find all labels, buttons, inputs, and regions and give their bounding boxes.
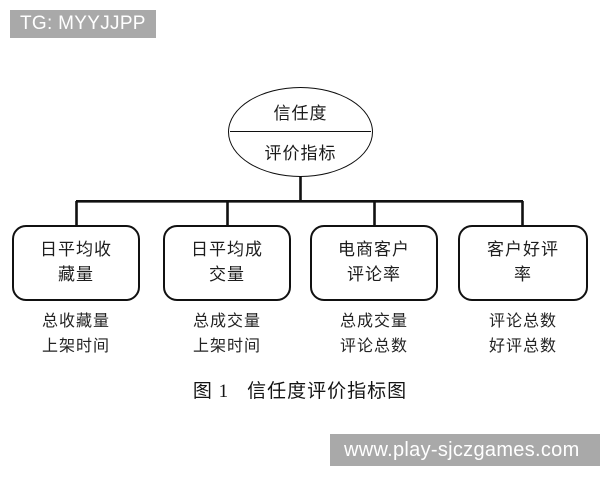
leaf-node-daily-avg-favorites: 日平均收 藏量 — [12, 225, 140, 301]
figure-caption: 图 1 信任度评价指标图 — [0, 376, 600, 403]
leaf-formula-daily-avg-transactions: 总成交量 上架时间 — [163, 310, 291, 360]
root-ellipse-shape — [228, 87, 373, 177]
formula-denominator: 好评总数 — [488, 337, 557, 355]
root-label-top: 信任度 — [273, 104, 328, 123]
figure-number: 图 1 — [192, 381, 230, 402]
root-ellipse-divider — [230, 131, 371, 132]
formula-denominator: 上架时间 — [41, 337, 110, 355]
leaf-label-line-2: 评论率 — [347, 265, 401, 284]
leaf-label-line-2: 藏量 — [58, 265, 94, 284]
formula-denominator: 上架时间 — [192, 337, 261, 355]
leaf-node-daily-avg-transactions: 日平均成 交量 — [163, 225, 291, 301]
leaf-node-ecommerce-review-rate: 电商客户 评论率 — [310, 225, 438, 301]
formula-numerator: 总收藏量 — [41, 313, 110, 330]
leaf-label-line-1: 日平均成 — [191, 240, 263, 260]
leaf-label-line-2: 交量 — [209, 265, 245, 284]
watermark-top-left: TG: MYYJJPP — [10, 10, 156, 38]
watermark-bottom-right: www.play-sjczgames.com — [330, 434, 600, 466]
formula-numerator: 总成交量 — [192, 313, 261, 330]
leaf-formula-ecommerce-review-rate: 总成交量 评论总数 — [310, 310, 438, 360]
root-label-bottom: 评价指标 — [264, 144, 337, 163]
root-node-trust-index: 信任度 评价指标 — [228, 87, 373, 177]
formula-denominator: 评论总数 — [339, 337, 408, 355]
leaf-label-line-1: 日平均收 — [40, 240, 112, 260]
leaf-formula-positive-review-rate: 评论总数 好评总数 — [458, 310, 588, 360]
formula-numerator: 评论总数 — [488, 313, 557, 330]
formula-numerator: 总成交量 — [339, 313, 408, 330]
figure-title: 信任度评价指标图 — [247, 381, 408, 402]
leaf-formula-daily-avg-favorites: 总收藏量 上架时间 — [12, 310, 140, 360]
leaf-label-line-1: 电商客户 — [338, 240, 410, 260]
leaf-label-line-1: 客户好评 — [487, 240, 559, 260]
leaf-node-positive-review-rate: 客户好评 率 — [458, 225, 588, 301]
leaf-label-line-2: 率 — [514, 265, 532, 284]
